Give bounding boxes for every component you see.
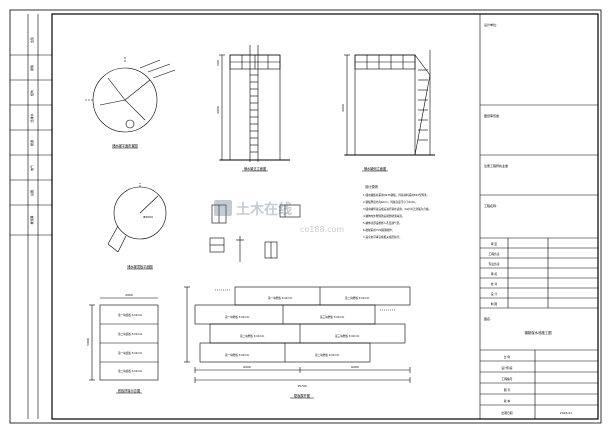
left-signature-strip: 会签 建筑 结构 给排水 暖通 电气 总图 概预算 <box>10 14 52 419</box>
wall-plate-view <box>184 286 411 383</box>
notes-line-5: 6.爬梯采用∅20圆钢制作。 <box>363 228 394 232</box>
side-elevation <box>344 50 435 156</box>
front-view-title: 储水罐正立面图 <box>244 166 266 171</box>
approval-label: 图纸审查章 <box>484 113 499 118</box>
bottom-plate-title: 底板拼接示意图 <box>118 388 140 393</box>
wall-plate-label-8: 第二块壁板 δ=6mm <box>315 353 340 357</box>
strip-label-7: 概预算 <box>29 215 34 224</box>
tb-bottom-label-4: 版 本 <box>504 399 511 403</box>
side-dim-height: 4000 <box>341 104 345 112</box>
strip-label-0: 会签 <box>29 37 34 43</box>
tb-bottom-value-5: 2016.01 <box>560 411 572 415</box>
drawing-title: 钢制保水池施工图 <box>524 330 552 335</box>
notes-line-3: 4.罐体内外壁除锈后刷防锈漆两道。 <box>363 214 404 218</box>
top-plate-diameter: Φ5000 <box>143 215 153 219</box>
wall-dim-right: 6200 <box>351 365 359 369</box>
bottom-plate-dim-small: 2000 <box>125 293 133 297</box>
front-dim-height: 4000 <box>216 106 220 114</box>
tb-row-label-5: 设 计 <box>491 292 498 296</box>
tb-row-label-3: 审 核 <box>491 272 498 276</box>
strip-label-5: 电气 <box>29 165 34 171</box>
watermark: 土木在线 co188.com <box>214 200 344 234</box>
notes-line-1: 2.钢板厚度均为6mm，焊缝高度不小于6mm。 <box>363 200 418 204</box>
wall-plate-label-2: 第二块壁板 δ=6mm <box>345 296 370 300</box>
project-name-label: 工程名称: <box>484 203 497 208</box>
wall-dim-total: 15700 <box>297 384 307 388</box>
strip-label-3: 给排水 <box>29 113 34 122</box>
notes-line-6: 7.其余未尽事宜按相关规范执行。 <box>363 235 402 239</box>
watermark-sub: co188.com <box>300 225 344 234</box>
tb-bottom-label-3: 图 号 <box>504 388 511 392</box>
bottom-plate-label-2: 第二块底板 δ=6mm <box>118 332 143 336</box>
notes-heading: 设计说明 <box>365 184 378 189</box>
tb-bottom-label-1: 设计阶段 <box>501 366 512 370</box>
wall-plate-label-1: 第一块壁板 δ=6mm <box>268 296 293 300</box>
plan-view <box>85 56 176 133</box>
tb-row-label-4: 校 对 <box>491 282 498 286</box>
tb-bottom-label-2: 工程编号 <box>501 377 512 381</box>
wall-plate-label-4: 第三块壁板 δ=6mm <box>320 315 345 319</box>
front-elevation <box>219 45 290 162</box>
registered-stamp-label: 注册工程师执业章 <box>484 163 508 168</box>
wall-plate-label-7: 第一块壁板 δ=6mm <box>225 353 250 357</box>
sheet-outer-border <box>9 9 602 424</box>
bottom-plate-label-4: 第二块底板 δ=6mm <box>118 369 143 373</box>
top-plate-title: 储水罐顶板平面图 <box>127 264 153 269</box>
notes-line-4: 5.罐体顶部设检修人孔及通气管。 <box>363 221 402 225</box>
bottom-plate-view <box>89 297 159 381</box>
watermark-main: 土木在线 <box>236 201 292 218</box>
notes-line-2: 3.储水罐焊接完成后进行满水试验，24小时无渗漏为合格。 <box>363 207 431 211</box>
bottom-plate-label-3: 第一块底板 δ=6mm <box>118 351 143 355</box>
tb-row-label-2: 专业负责 <box>488 262 499 266</box>
tb-row-label-1: 工程负责 <box>488 252 499 256</box>
strip-label-6: 总图 <box>29 190 34 196</box>
sheet-inner-border <box>51 13 599 420</box>
tb-bottom-label-0: 比 例 <box>504 355 511 359</box>
designer-label: 设计单位: <box>484 22 497 27</box>
wall-dim-left: 6200 <box>243 365 251 369</box>
drawing-title-label: 图名: <box>484 316 491 321</box>
wall-plate-label-5: 第二块壁板 δ=6mm <box>240 334 265 338</box>
detail-sketches <box>209 204 301 262</box>
tb-row-label-6: 制 图 <box>491 302 498 306</box>
strip-label-2: 结构 <box>29 90 34 96</box>
front-dim-top: 500 <box>216 60 220 66</box>
wall-plate-label-6: 第三块壁板 δ=6mm <box>335 334 360 338</box>
bottom-plate-dim: 5000 <box>86 338 90 346</box>
wall-plate-label-3: 第一块壁板 δ=6mm <box>225 315 250 319</box>
strip-label-4: 暖通 <box>29 140 34 146</box>
wall-plate-title: 壁板展开图 <box>294 393 310 398</box>
bottom-plate-label-1: 第一块底板 δ=6mm <box>118 313 143 317</box>
title-block <box>479 14 598 419</box>
strip-label-1: 建筑 <box>29 65 34 71</box>
side-view-title: 储水罐侧立面图 <box>364 166 386 171</box>
tb-row-label-0: 审 定 <box>491 242 498 246</box>
plan-view-title: 储水罐平面布置图 <box>112 143 138 148</box>
notes-line-0: 1.储水罐板材采用Q235钢板，焊接材料采用E43型焊条。 <box>363 193 429 197</box>
tb-bottom-label-5: 出图日期 <box>501 411 512 415</box>
top-plate-view <box>107 183 167 253</box>
